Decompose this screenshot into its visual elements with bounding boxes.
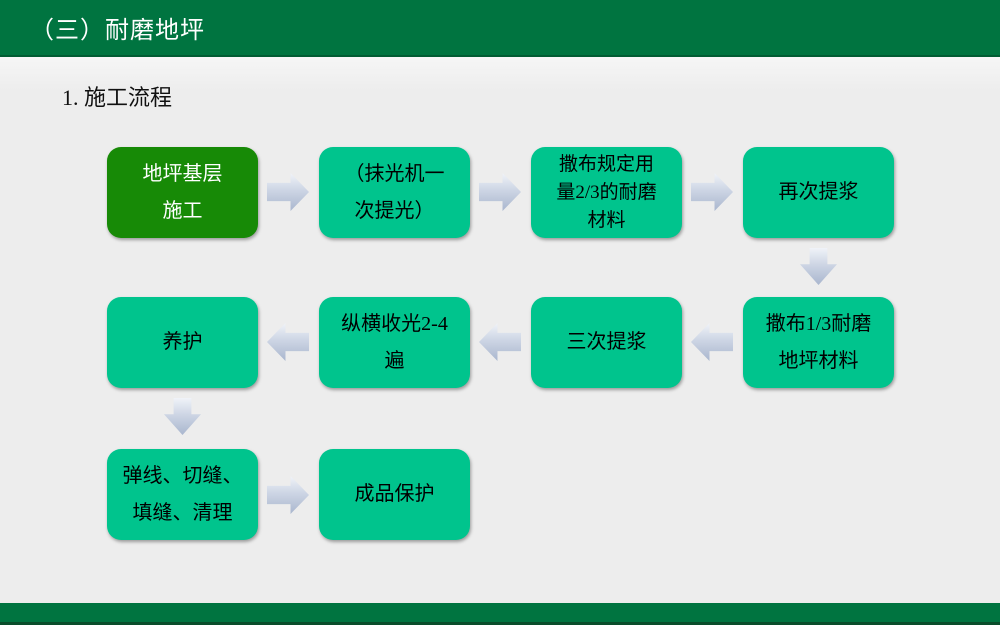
slide-header-bar: （三）耐磨地坪 [0, 0, 1000, 57]
flow-node-curing: 养护 [107, 297, 258, 388]
slide-footer-bar [0, 603, 1000, 625]
arrow-right-icon [267, 476, 309, 514]
flow-node-finishing-passes: 纵横收光2-4 遍 [319, 297, 470, 388]
arrow-right-icon [691, 173, 733, 211]
arrow-left-icon [691, 323, 733, 361]
flow-node-troweling-first-polish: （抹光机一 次提光） [319, 147, 470, 238]
arrow-down-icon [800, 248, 837, 285]
arrow-right-icon [267, 173, 309, 211]
arrow-left-icon [267, 323, 309, 361]
flow-node-base-construction: 地坪基层 施工 [107, 147, 258, 238]
flow-node-product-protection: 成品保护 [319, 449, 470, 540]
flow-node-spread-two-thirds-material: 撒布规定用 量2/3的耐磨 材料 [531, 147, 682, 238]
flow-node-jointing-cleaning: 弹线、切缝、 填缝、清理 [107, 449, 258, 540]
flow-node-third-slurry: 三次提浆 [531, 297, 682, 388]
flow-node-spread-one-third-material: 撒布1/3耐磨 地坪材料 [743, 297, 894, 388]
section-subtitle: 1. 施工流程 [62, 85, 173, 110]
arrow-left-icon [479, 323, 521, 361]
flow-node-second-slurry: 再次提浆 [743, 147, 894, 238]
slide-title: （三）耐磨地坪 [30, 18, 205, 44]
arrow-down-icon [164, 398, 201, 435]
arrow-right-icon [479, 173, 521, 211]
